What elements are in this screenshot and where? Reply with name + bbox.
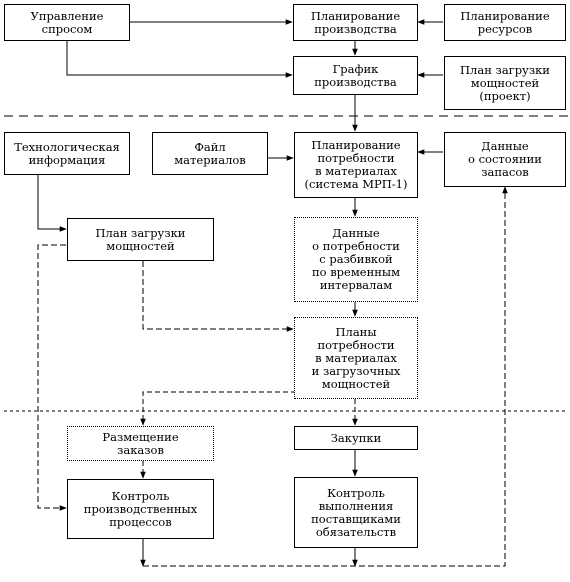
box-capacity-plan: План загрузки мощностей xyxy=(67,218,214,261)
box-materials-file: Файл материалов xyxy=(152,132,268,175)
arrow-tech-to-capacity xyxy=(37,175,67,232)
box-demand-management: Управление спросом xyxy=(4,4,130,41)
arrow-capacity-to-plans xyxy=(142,261,294,332)
box-mrp: Планирование потребности в материалах (с… xyxy=(294,132,418,198)
box-production-control: Контроль производственных процессов xyxy=(67,479,214,539)
arrow-demand-to-schedule xyxy=(66,40,293,78)
arrow-plans-to-orders xyxy=(140,391,296,426)
box-capacity-plan-project: План загрузки мощностей (проект) xyxy=(444,56,566,110)
box-plans: Планы потребности в материалах и загрузо… xyxy=(294,317,418,399)
box-resource-planning: Планирование ресурсов xyxy=(444,4,566,41)
box-purchasing: Закупки xyxy=(294,426,418,450)
box-order-placement: Размещение заказов xyxy=(67,426,214,461)
box-production-schedule: График производства xyxy=(293,56,418,95)
box-inventory-data: Данные о состоянии запасов xyxy=(444,132,566,187)
arrow-feedback-to-inventory xyxy=(143,186,508,567)
box-production-planning: Планирование производства xyxy=(293,4,418,41)
box-time-phased-data: Данные о потребности с разбивкой по врем… xyxy=(294,217,418,302)
arrow-capacity-to-control xyxy=(37,244,67,511)
box-tech-info: Технологическая информация xyxy=(4,132,130,175)
box-supplier-control: Контроль выполнения поставщиками обязате… xyxy=(294,477,418,548)
